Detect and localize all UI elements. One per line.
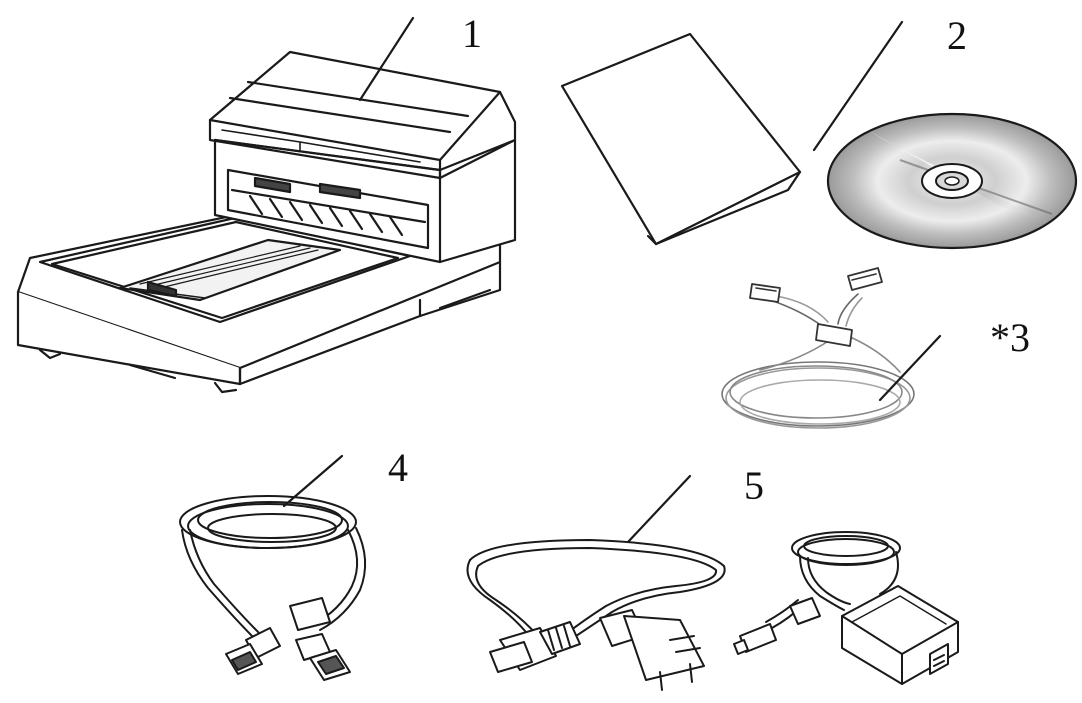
leader-line-4 — [284, 456, 342, 506]
callout-label-guide-cd: 2 — [947, 16, 967, 56]
callout-label-usb-cable: 4 — [388, 448, 408, 488]
quick-guide-illustration — [562, 34, 800, 244]
callout-label-power: 5 — [744, 466, 764, 506]
network-cable-illustration — [722, 268, 914, 428]
callout-label-network-cable: *3 — [990, 318, 1030, 358]
callout-label-scanner: 1 — [462, 14, 482, 54]
usb-cable-illustration — [180, 496, 365, 680]
leader-line-3 — [880, 336, 940, 400]
leader-line-5 — [628, 476, 690, 542]
power-adapter-illustration — [734, 532, 958, 684]
power-cord-illustration — [468, 540, 725, 690]
scanner-illustration — [18, 52, 515, 392]
cd-disc-illustration — [828, 114, 1076, 248]
